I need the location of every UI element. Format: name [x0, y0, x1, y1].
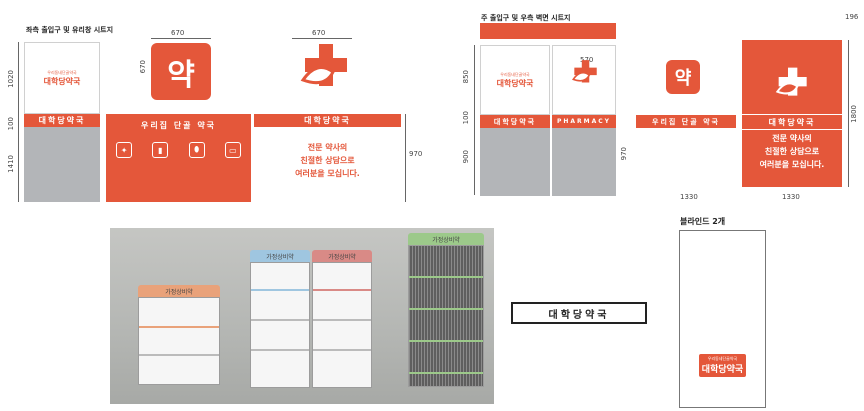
shelves-render: 가정상비약 가정상비약 가정상비약 가정상비약 — [110, 228, 494, 404]
nameplate: 대학당약국 — [511, 302, 647, 324]
shelf-body-2 — [250, 262, 310, 388]
door-2-sign — [552, 45, 616, 115]
blind-small-text: 우리동네단골약국 — [707, 356, 738, 361]
door-sign-white-right: 우리동네단골약국 대학당약국 — [480, 45, 550, 115]
dim-h3: 1410 — [7, 155, 15, 173]
sign-small-text: 우리동네단골약국 — [47, 69, 77, 75]
shelf-label-3: 가정상비약 — [312, 250, 372, 262]
sign-logo: 대학당약국 — [43, 76, 81, 86]
dim-line — [848, 40, 849, 187]
pill-icon: ✦ — [116, 142, 133, 158]
dim-h1: 1020 — [7, 70, 15, 88]
message-line-1-right: 전문 약사의 — [772, 134, 812, 143]
band-middle: 우리집 단골 약국 — [140, 120, 217, 130]
message-text: 전문 약사의 친절한 상담으로 여러분을 모십니다. — [295, 141, 360, 180]
dim-width-cross: 670 — [312, 29, 326, 37]
dim-line — [405, 114, 406, 202]
blind-title: 블라인드 2개 — [680, 217, 726, 226]
top-strip — [480, 23, 616, 39]
dim-h1-right: 850 — [462, 70, 470, 84]
shelf-label-2: 가정상비약 — [250, 250, 310, 262]
left-panel-title: 좌측 출입구 및 유리창 시트지 — [26, 26, 114, 34]
pharmacy-cross-icon — [295, 40, 355, 100]
message-line-2: 친절한 상담으로 — [300, 155, 355, 165]
message-text-right: 전문 약사의 친절한 상담으로 여러분을 모십니다. — [742, 132, 842, 171]
sign-small-text-right: 우리동네단골약국 — [500, 71, 530, 77]
door-sign-white: 우리동네단골약국 대학당약국 — [24, 42, 100, 114]
dim-h3-right: 900 — [462, 150, 470, 164]
dim-line — [151, 38, 211, 39]
big-orange-panel: 대학당약국 전문 약사의 친절한 상담으로 여러분을 모십니다. — [742, 40, 842, 187]
shelf-body-4 — [408, 245, 484, 387]
dim-right-height: 970 — [409, 150, 423, 158]
dim-line — [292, 38, 352, 39]
dim-mid-right: 970 — [620, 147, 628, 161]
band-2: PHARMACY — [552, 115, 616, 128]
dim-right-big: 1800 — [850, 105, 858, 123]
dim-h2-right: 100 — [462, 111, 470, 125]
door-gray-panel — [24, 127, 100, 202]
door-2-gray-panel — [552, 128, 616, 196]
middle-orange-panel: 우리집 단골 약국 ✦ ▮ ⬮ ▭ — [106, 114, 251, 202]
sign-logo-right: 대학당약국 — [496, 78, 534, 88]
dim-line — [18, 42, 19, 202]
dim-height-yak: 670 — [139, 60, 147, 74]
band-right: 대학당약국 — [254, 114, 401, 127]
shelf-unit-3: 가정상비약 — [312, 250, 372, 388]
band-left: 대학당약국 — [24, 114, 100, 127]
shelf-body-1 — [138, 297, 220, 385]
yak-logo: 약 — [151, 43, 211, 100]
shelf-body-3 — [312, 262, 372, 388]
blind-panel: 우리동네단골약국 대학당약국 — [679, 230, 766, 408]
shelf-unit-4: 가정상비약 — [408, 233, 484, 387]
blind-logo-box: 우리동네단골약국 대학당약국 — [698, 354, 747, 377]
monitor-icon: ▭ — [224, 142, 241, 158]
shelf-unit-1: 가정상비약 — [138, 285, 220, 385]
door-gray-panel-right — [480, 128, 550, 196]
dim-line — [474, 45, 475, 195]
corner-number: 196 — [845, 13, 859, 21]
right-panel-title: 주 출입구 및 우측 벽면 시트지 — [481, 14, 571, 22]
pharmacy-cross-icon — [572, 60, 597, 83]
capsule-icon: ⬮ — [188, 142, 205, 158]
dim-w2-right: 570 — [580, 56, 594, 64]
band-4: 대학당약국 — [742, 114, 842, 130]
dim-h2: 100 — [7, 117, 15, 131]
dim-bottom-1: 1330 — [680, 193, 698, 201]
shelf-unit-2: 가정상비약 — [250, 250, 310, 388]
blind-logo: 대학당약국 — [701, 365, 744, 375]
shelf-label-1: 가정상비약 — [138, 285, 220, 297]
message-line-2-right: 친절한 상담으로 — [764, 147, 820, 156]
service-icons-row: ✦ ▮ ⬮ ▭ — [106, 142, 251, 158]
yak-logo-right: 약 — [666, 60, 700, 94]
message-line-1: 전문 약사의 — [307, 142, 348, 152]
dim-bottom-2: 1330 — [782, 193, 800, 201]
band-3: 우리집 단골 약국 — [636, 115, 736, 128]
message-line-3: 여러분을 모십니다. — [295, 168, 360, 178]
pharmacy-cross-icon-white — [775, 67, 807, 96]
dim-width-yak: 670 — [171, 29, 185, 37]
band-1: 대학당약국 — [480, 115, 550, 128]
shelf-label-4: 가정상비약 — [408, 233, 484, 245]
message-line-3-right: 여러분을 모십니다. — [759, 160, 825, 169]
message-panel: 전문 약사의 친절한 상담으로 여러분을 모십니다. — [254, 128, 401, 192]
bottle-icon: ▮ — [152, 142, 169, 158]
